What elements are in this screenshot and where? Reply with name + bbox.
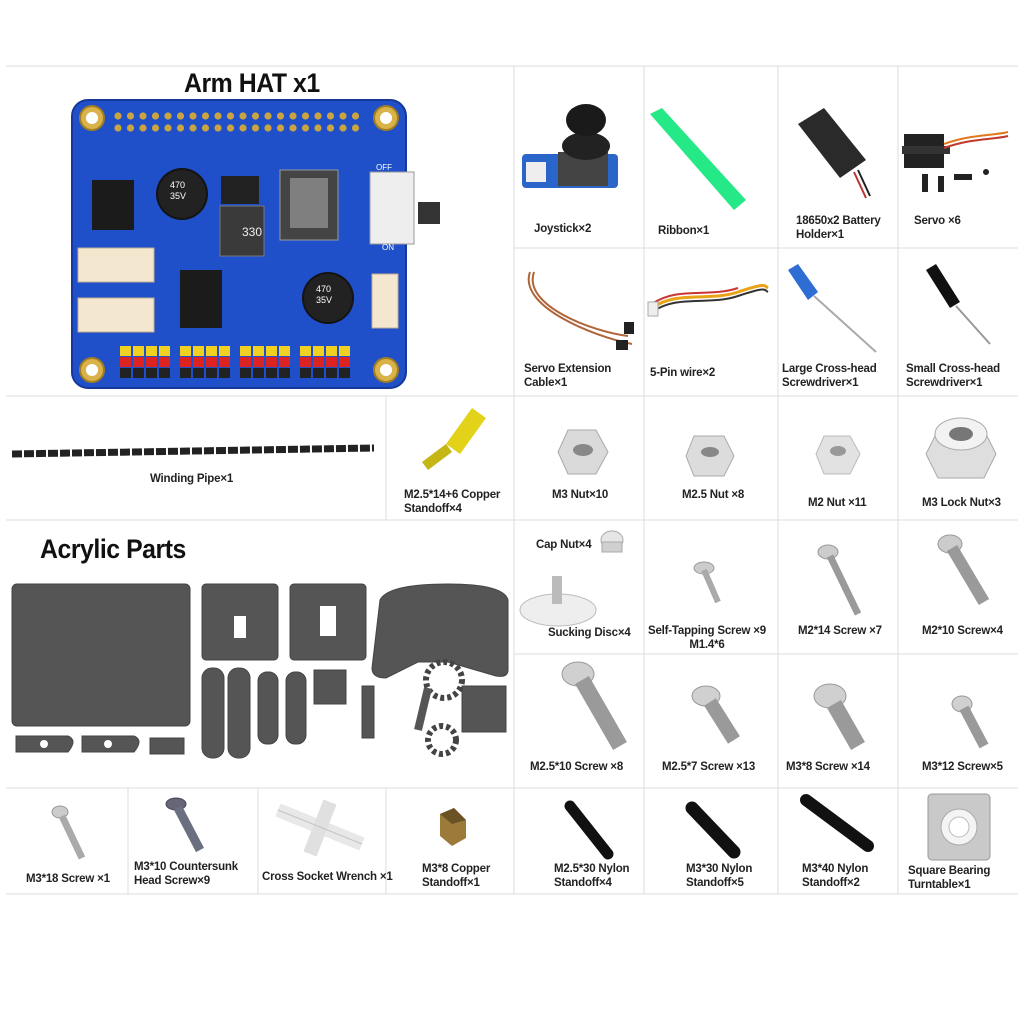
m3-8-label: M3*8 Screw ×14 <box>786 761 870 773</box>
battery-holder-image <box>798 108 871 199</box>
cross-wrench-label: Cross Socket Wrench ×1 <box>262 871 393 883</box>
m3-nut-image <box>557 429 609 475</box>
servo-label: Servo ×6 <box>914 215 961 227</box>
board-title: Arm HAT x1 <box>184 68 320 98</box>
small-screwdriver-label: Small Cross-head Screwdriver×1 <box>906 363 1000 389</box>
self-tapping-label: Self-Tapping Screw ×9 M1.4*6 <box>648 625 766 651</box>
svg-text:OFF: OFF <box>376 163 392 172</box>
m3-nut-label: M3 Nut×10 <box>552 489 609 501</box>
svg-text:470: 470 <box>170 180 185 190</box>
joystick-image <box>522 104 618 188</box>
svg-text:35V: 35V <box>170 191 186 201</box>
m3-8-screw-image <box>813 683 865 750</box>
m2-5-7-label: M2.5*7 Screw ×13 <box>662 761 756 773</box>
large-screwdriver-label: Large Cross-head Screwdriver×1 <box>782 363 877 389</box>
m2-14-label: M2*14 Screw ×7 <box>798 625 882 637</box>
svg-text:35V: 35V <box>316 295 332 305</box>
m2-5-10-label: M2.5*10 Screw ×8 <box>530 761 624 773</box>
m2-10-screw-image <box>937 534 990 606</box>
acrylic-title: Acrylic Parts <box>40 534 186 564</box>
m2-5-10-screw-image <box>561 661 627 750</box>
winding-pipe-image <box>11 444 375 458</box>
m2-nut-image <box>815 435 861 475</box>
acrylic-parts-image <box>11 583 509 759</box>
cap-nut-label: Cap Nut×4 <box>536 539 592 551</box>
nylon-3-40-label: M3*40 Nylon Standoff×2 <box>802 863 869 889</box>
battery-holder-label: 18650x2 Battery Holder×1 <box>796 215 881 241</box>
m3-8-copper-label: M3*8 Copper Standoff×1 <box>422 863 491 889</box>
m2-5-7-screw-image <box>691 685 740 744</box>
ribbon-image <box>650 108 746 210</box>
servo-extension-cable-image <box>527 271 634 350</box>
ribbon-label: Ribbon×1 <box>658 225 710 237</box>
countersunk-label: M3*10 Countersunk Head Screw×9 <box>134 861 238 887</box>
m2-5-nut-image <box>685 435 735 477</box>
self-tapping-screw-image <box>693 561 721 604</box>
svg-text:470: 470 <box>316 284 331 294</box>
sucking-disc-label: Sucking Disc×4 <box>548 627 631 639</box>
m3-18-screw-image <box>51 805 86 860</box>
m2-10-label: M2*10 Screw×4 <box>922 625 1003 637</box>
sucking-disc-image <box>519 576 597 627</box>
arm-hat-board-image: 470 35V 470 35V 330 OFF ON <box>71 99 440 389</box>
countersunk-screw-image <box>165 797 204 853</box>
cap-nut-image <box>600 530 624 553</box>
m2-5-nut-label: M2.5 Nut ×8 <box>682 489 745 501</box>
nylon-3-30-label: M3*30 Nylon Standoff×5 <box>686 863 753 889</box>
servo-image <box>902 131 1009 192</box>
m3-8-copper-standoff-image <box>440 808 466 846</box>
large-screwdriver-image <box>788 264 877 353</box>
m3-12-screw-image <box>951 695 989 749</box>
m2-14-screw-image <box>817 544 862 616</box>
m2-nut-label: M2 Nut ×11 <box>808 497 867 509</box>
small-screwdriver-image <box>926 264 991 345</box>
winding-pipe-label: Winding Pipe×1 <box>150 473 234 485</box>
servo-extension-label: Servo Extension Cable×1 <box>524 363 612 389</box>
copper-standoff-image <box>422 408 486 470</box>
5-pin-wire-image <box>647 284 769 317</box>
svg-text:ON: ON <box>382 243 394 252</box>
5-pin-wire-label: 5-Pin wire×2 <box>650 367 716 379</box>
m3-18-label: M3*18 Screw ×1 <box>26 873 110 885</box>
m3-lock-nut-image <box>925 417 997 479</box>
nylon-standoff-2-5-30-image <box>564 800 614 860</box>
nylon-standoff-3-30-image <box>685 801 741 859</box>
joystick-label: Joystick×2 <box>534 223 592 235</box>
square-bearing-image <box>927 793 991 861</box>
m3-12-label: M3*12 Screw×5 <box>922 761 1003 773</box>
nylon-standoff-3-40-image <box>800 794 874 852</box>
m3-lock-nut-label: M3 Lock Nut×3 <box>922 497 1001 509</box>
svg-text:330: 330 <box>242 225 262 239</box>
square-bearing-label: Square Bearing Turntable×1 <box>908 865 991 891</box>
copper-standoff-label: M2.5*14+6 Copper Standoff×4 <box>404 489 501 515</box>
nylon-2-5-30-label: M2.5*30 Nylon Standoff×4 <box>554 863 630 889</box>
cross-socket-wrench-image <box>275 799 365 857</box>
